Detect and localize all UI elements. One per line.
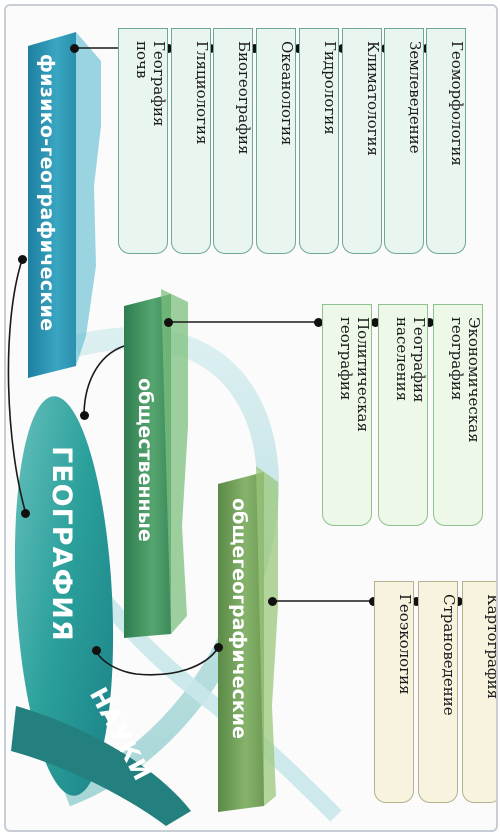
- subject-label: Биогеография: [235, 41, 253, 155]
- subject-label: Землеведение: [406, 41, 424, 154]
- connector-dot: [371, 318, 380, 327]
- physical-subject-box: Землеведение: [384, 28, 424, 254]
- subject-label: География почв: [133, 41, 168, 127]
- subject-label: Страноведение: [440, 594, 458, 716]
- diagram-frame: физико-географические общественные общег…: [4, 4, 498, 832]
- geography-title: ГЕОГРАФИЯ: [46, 446, 77, 642]
- connector-dot: [214, 643, 223, 652]
- connector-dot: [314, 318, 323, 327]
- subject-label: Гляциология: [193, 41, 211, 145]
- general-subject-box: Картография: [462, 581, 498, 803]
- general-subject-box: Геоэкология: [374, 581, 414, 803]
- connector-dot: [454, 597, 463, 606]
- connector-dot: [70, 44, 79, 53]
- physical-subject-box: Геоморфология: [426, 28, 466, 254]
- subject-label: Геоэкология: [396, 594, 414, 695]
- connector-dot: [21, 509, 30, 518]
- subject-label: Картография: [484, 594, 498, 700]
- subject-label: Гидрология: [321, 41, 339, 135]
- connector-dot: [294, 44, 303, 53]
- connector-dot: [92, 646, 101, 655]
- general-geography-label: общегеографические: [228, 498, 250, 739]
- social-geography-label: общественные: [134, 378, 156, 542]
- connector-dot: [412, 597, 421, 606]
- connector-dot: [250, 44, 259, 53]
- connector-dot: [18, 255, 27, 264]
- social-subject-box: География населения: [378, 304, 428, 526]
- geography-ellipse-shape: [11, 32, 342, 826]
- subject-label: Политическая география: [337, 317, 372, 432]
- connector-dot: [80, 411, 89, 420]
- physical-subject-box: Гляциология: [171, 28, 211, 254]
- connector-dot: [164, 318, 173, 327]
- subject-label: География населения: [393, 317, 428, 403]
- connector-dot: [369, 597, 378, 606]
- physical-subject-box: Гидрология: [299, 28, 339, 254]
- subject-label: Климатология: [364, 41, 382, 156]
- physical-subject-box: География почв: [118, 28, 168, 254]
- physical-subject-box: Биогеография: [213, 28, 253, 254]
- connector-dot: [164, 44, 173, 53]
- connector-dot: [268, 597, 277, 606]
- subject-label: Экономическая география: [448, 317, 483, 443]
- connector-dot: [425, 318, 434, 327]
- subject-label: Океанология: [278, 41, 296, 146]
- physical-geography-label: физико-географические: [36, 54, 58, 332]
- subject-label: Геоморфология: [448, 41, 466, 166]
- general-subject-box: Страноведение: [418, 581, 458, 803]
- social-subject-box: Политическая география: [322, 304, 372, 526]
- social-subject-box: Экономическая география: [433, 304, 483, 526]
- physical-subject-box: Климатология: [342, 28, 382, 254]
- physical-subject-box: Океанология: [256, 28, 296, 254]
